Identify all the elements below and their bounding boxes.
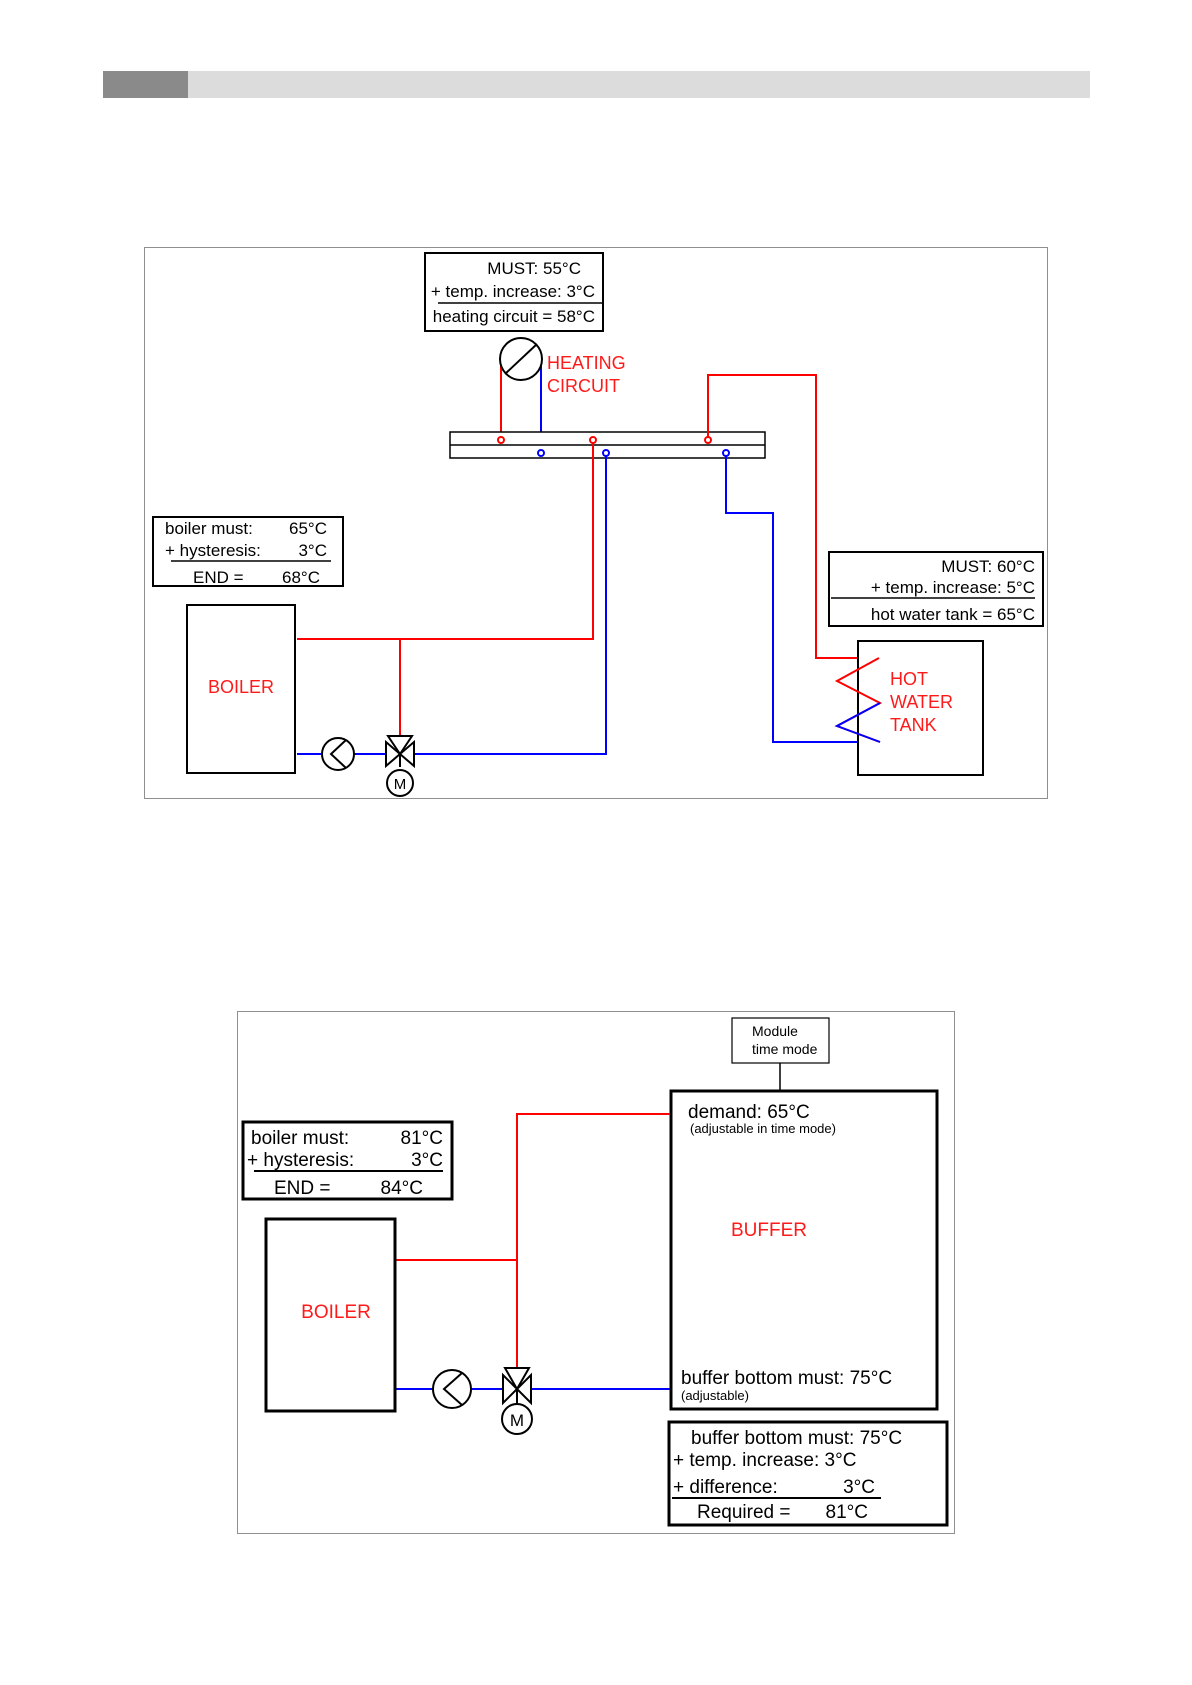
module-time-mode-box [731, 1017, 830, 1064]
boiler-must-label: boiler must: [165, 519, 253, 538]
module-line2: time mode [752, 1041, 818, 1057]
module-line1: Module [752, 1023, 798, 1039]
boiler-end-value: 84°C [381, 1178, 423, 1199]
diagram-heating-circuit: MUST: 55°C + temp. increase: 3°C heating… [144, 247, 1048, 799]
hwt-label-line1: HOT [890, 669, 928, 689]
diagram-buffer: Module time mode demand: 65°C (adjustabl… [237, 1011, 955, 1534]
hwt-coil-return [834, 702, 881, 743]
boiler-end-label: END = [193, 568, 244, 587]
header-accent-tab [103, 71, 188, 98]
diagram2-svg: Module time mode demand: 65°C (adjustabl… [241, 1017, 949, 1527]
calc-difference-label: + difference: [673, 1477, 778, 1498]
hwt-label-line3: TANK [890, 715, 937, 735]
connection-dot [704, 436, 712, 444]
buffer-bottom-note: (adjustable) [681, 1388, 749, 1403]
connection-dot [722, 449, 730, 457]
buffer-label: BUFFER [731, 1220, 807, 1241]
buffer-tank [669, 1089, 939, 1411]
pump-slash [504, 343, 538, 375]
boiler-return-pipe [415, 453, 607, 755]
boiler-label: BOILER [208, 677, 274, 697]
mixing-valve-icon [503, 1367, 531, 1392]
calc-increase-text: + temp. increase: 3°C [673, 1450, 856, 1471]
valve-motor-icon [386, 769, 414, 797]
connection-dot [602, 449, 610, 457]
required-calc-box [667, 1420, 949, 1527]
calc-required-label: Required = [697, 1502, 790, 1523]
hwt-result-text: hot water tank = 65°C [871, 605, 1035, 624]
valve-motor-label: M [394, 776, 407, 793]
hc-result-text: heating circuit = 58°C [433, 307, 595, 326]
buffer-supply-pipe [516, 1113, 670, 1368]
boiler-must-value: 65°C [289, 519, 327, 538]
calc-difference-value: 3°C [843, 1477, 875, 1498]
valve-motor-label: M [510, 1411, 524, 1430]
boiler-supply-pipe [297, 440, 594, 640]
valve-motor-icon [501, 1403, 533, 1435]
mixing-valve-icon [398, 739, 415, 769]
boiler-end-label: END = [274, 1178, 331, 1199]
pump-arrow [329, 739, 347, 769]
boiler-pump-icon [432, 1369, 472, 1409]
hwt-supply-pipe [707, 374, 880, 659]
mixing-valve-icon [515, 1372, 532, 1406]
connection-dot [497, 436, 505, 444]
hc-label-line1: HEATING [547, 353, 626, 373]
header-bar [103, 71, 1090, 98]
mixing-valve-icon [386, 735, 414, 756]
hot-water-tank [857, 640, 984, 776]
boiler-hysteresis-value: 3°C [298, 541, 327, 560]
boiler-hysteresis-label: + hysteresis: [165, 541, 261, 560]
hwt-label-line2: WATER [890, 692, 953, 712]
hc-must-text: MUST: 55°C [487, 259, 581, 278]
boiler-hysteresis-value: 3°C [411, 1150, 443, 1171]
boiler-calc-box [152, 516, 344, 587]
calc-required-value: 81°C [826, 1502, 868, 1523]
buffer-demand-note: (adjustable in time mode) [690, 1121, 836, 1136]
hwt-calc-box [828, 551, 1044, 627]
connection-dot [537, 449, 545, 457]
boiler-label: BOILER [301, 1302, 371, 1323]
connection-dot [589, 436, 597, 444]
hwt-must-text: MUST: 60°C [941, 557, 1035, 576]
buffer-demand-text: demand: 65°C [688, 1102, 810, 1123]
boiler-calc-box [241, 1120, 454, 1201]
diagram1-svg: MUST: 55°C + temp. increase: 3°C heating… [152, 252, 1044, 797]
boiler [264, 1217, 397, 1413]
boiler [186, 604, 296, 774]
hc-label-line2: CIRCUIT [547, 376, 620, 396]
mixing-valve-icon [502, 1372, 519, 1406]
mixing-valve-icon [385, 739, 402, 769]
boiler-must-label: boiler must: [251, 1128, 349, 1149]
hwt-return-pipe [725, 453, 880, 743]
heating-circuit-calc-box [424, 252, 604, 332]
pump-arrow [442, 1372, 463, 1406]
hwt-increase-text: + temp. increase: 5°C [871, 578, 1035, 597]
boiler-must-value: 81°C [401, 1128, 443, 1149]
calc-buffer-bottom-text: buffer bottom must: 75°C [691, 1428, 902, 1449]
hc-increase-text: + temp. increase: 3°C [431, 282, 595, 301]
boiler-hysteresis-label: + hysteresis: [247, 1150, 354, 1171]
boiler-end-value: 68°C [282, 568, 320, 587]
buffer-bottom-text: buffer bottom must: 75°C [681, 1368, 892, 1389]
boiler-pump-icon [321, 737, 355, 771]
